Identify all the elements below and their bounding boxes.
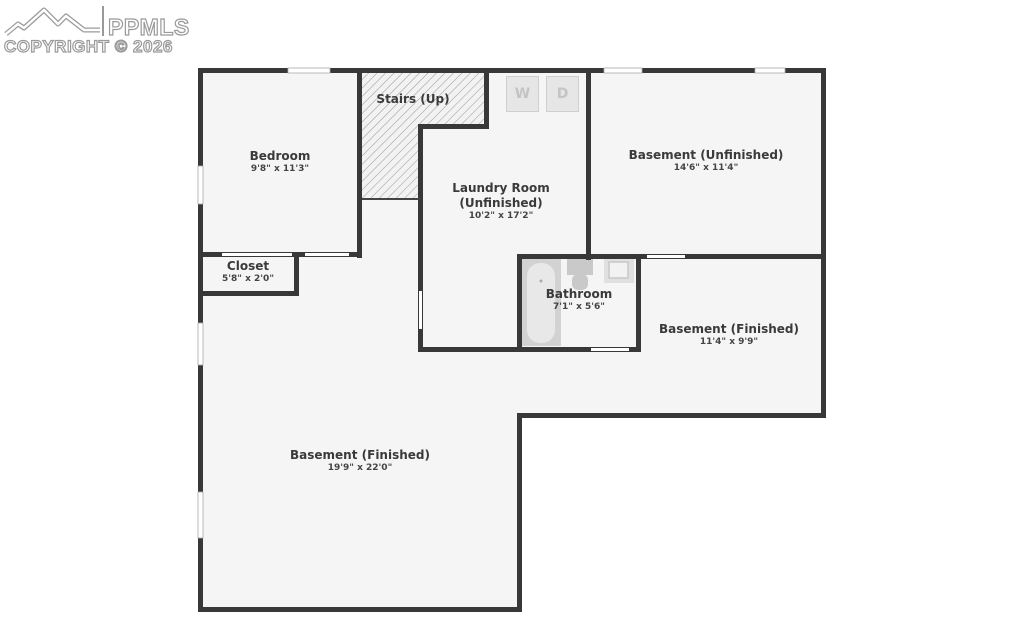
window-bedroom-left [197,165,204,205]
stairs-landing-line [362,198,420,200]
watermark-brand: PPMLS [107,13,190,40]
room-dimensions: 10'2" x 17'2" [468,211,534,221]
doorway-bathroom [591,348,629,351]
toilet-tank-icon [567,259,593,275]
floor-footprint [200,70,824,610]
window-basement-left-lower [197,491,204,539]
bathtub-icon [527,263,555,343]
room-name: Stairs (Up) [376,92,450,106]
windows [197,67,786,539]
doorway-closet [222,253,292,256]
dryer-icon: D [546,76,579,112]
room-dimensions: 7'1" x 5'6" [552,302,605,312]
bathtub-drain-icon [539,279,543,283]
room-dimensions: 9'8" x 11'3" [250,164,310,174]
window-unfinished-top-left [603,67,643,74]
room-name: Basement (Unfinished) [628,148,784,162]
room-dimensions: 19'9" x 22'0" [327,463,393,473]
room-label-bathroom: Bathroom 7'1" x 5'6" [546,287,612,313]
doorway-basement-unfinished [647,255,685,258]
room-label-stairs: Stairs (Up) [376,92,449,107]
room-name-line1: Laundry Room [452,181,550,195]
room-dimensions: 14'6" x 11'4" [673,163,739,173]
stairs-area [362,72,486,199]
room-name-line2: (Unfinished) [459,196,543,210]
window-unfinished-top-right [754,67,786,74]
room-label-bedroom: Bedroom 9'8" x 11'3" [250,149,311,175]
room-name: Bedroom [249,149,311,163]
window-basement-left-upper [197,322,204,366]
room-name: Bathroom [545,287,613,301]
toilet-bowl-icon [572,274,588,290]
room-name: Basement (Finished) [659,322,799,336]
sink-basin-icon [608,261,629,279]
doorway-bedroom [305,253,349,256]
doorway-laundry [419,291,422,329]
room-name: Basement (Finished) [290,448,430,462]
watermark-copyright: COPYRIGHT © 2026 [3,36,173,56]
room-label-laundry: Laundry Room (Unfinished) 10'2" x 17'2" [452,181,550,222]
room-label-closet: Closet 5'8" x 2'0" [222,259,274,285]
room-label-basement-finished-east: Basement (Finished) 11'4" x 9'9" [659,322,799,348]
window-bedroom-top [287,67,331,74]
room-name: Closet [226,259,270,273]
washer-icon: W [506,76,539,112]
room-dimensions: 11'4" x 9'9" [699,337,759,347]
doorways [222,253,685,351]
room-label-basement-unfinished: Basement (Unfinished) 14'6" x 11'4" [629,148,784,174]
room-dimensions: 5'8" x 2'0" [221,274,275,284]
mountain-logo-icon [4,6,104,36]
room-label-basement-finished-main: Basement (Finished) 19'9" x 22'0" [290,448,430,474]
